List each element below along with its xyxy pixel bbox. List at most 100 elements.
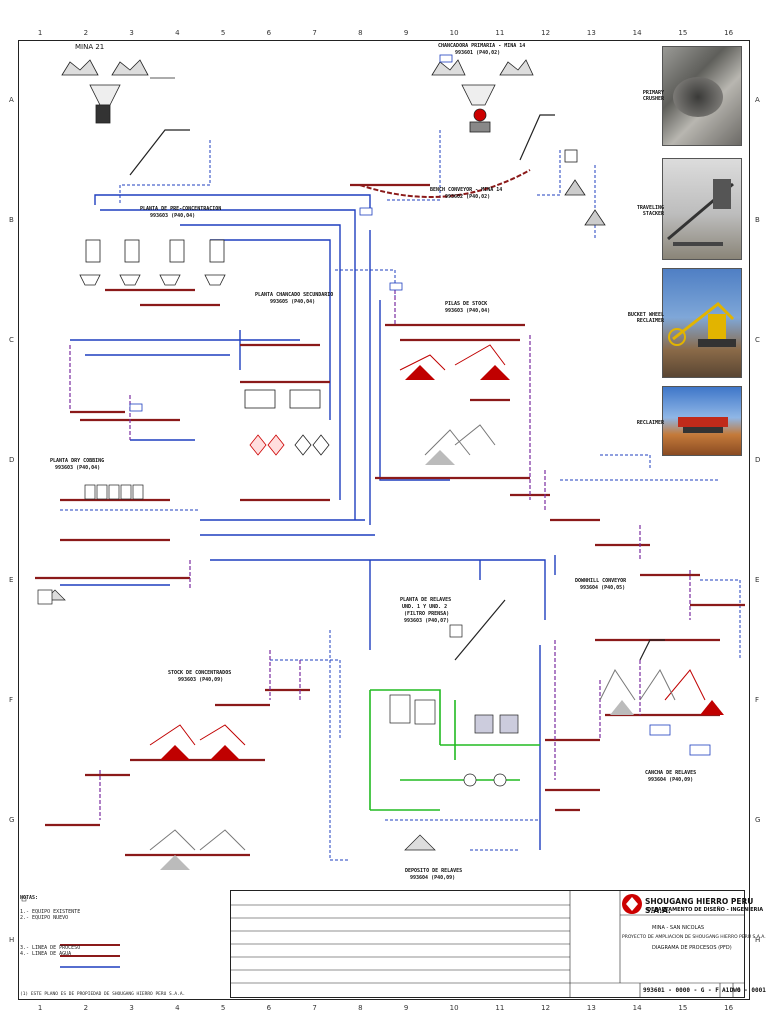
ruler-column-label: 12 [541, 1004, 551, 1012]
ruler-column-label: 10 [449, 29, 459, 37]
ruler-column-label: 15 [678, 29, 688, 37]
ruler-row-label: F [9, 696, 14, 704]
bucket-wheel-reclaimer-photo [662, 268, 742, 378]
green-lines [369, 689, 540, 811]
ruler-column-label: 11 [495, 29, 505, 37]
area-code-planta-dry-cobbing: 993603 (P40,04) [55, 465, 101, 471]
ruler-column-label: 7 [312, 29, 317, 37]
dry-cobbing-units [37, 484, 144, 605]
ruler-row-label: E [755, 576, 760, 584]
area-code-downhill-conveyor: 993604 (P40,05) [580, 585, 626, 591]
title-department: DEPARTAMENTO DE DISEÑO - INGENIERIA [647, 907, 764, 913]
ruler-column-label: 10 [449, 1004, 459, 1012]
area-label-stock-concentrados: STOCK DE CONCENTRADOS [168, 670, 232, 676]
ruler-column-label: 3 [129, 29, 134, 37]
ruler-row-label: G [9, 816, 15, 824]
dashed-water-lines [60, 130, 741, 861]
traveling-stacker-label: TRAVELING STACKER [636, 205, 664, 217]
ruler-column-label: 11 [495, 1004, 505, 1012]
area-code-planta-preconcentracion: 993603 (P40,04) [150, 213, 196, 219]
equipment-tags [129, 54, 453, 412]
stacker-reclaimer-gray [149, 424, 676, 851]
ruler-column-label: 8 [358, 1004, 363, 1012]
area-label-planta-chancado-secundario: PLANTA CHANCADO SECUNDARIO [255, 292, 334, 298]
ruler-row-label: H [9, 936, 15, 944]
ruler-column-label: 9 [403, 1004, 409, 1012]
ruler-column-label: 4 [175, 1004, 180, 1012]
ruler-row-label: B [9, 216, 14, 224]
ruler-column-label: 6 [266, 1004, 272, 1012]
legend-title: NOTAS: [20, 895, 39, 901]
ruler-row-label: G [755, 816, 761, 824]
ruler-column-label: 5 [220, 1004, 226, 1012]
area-code-planta-chancado-secundario: 993605 (P40,04) [270, 299, 316, 305]
ruler-column-label: 13 [586, 1004, 596, 1012]
area-code-chancadora-primaria: 993601 (P40,02) [455, 50, 501, 56]
reclaimer-label: RECLAIMER [636, 420, 664, 426]
area-code-pilas-de-stock: 993603 (P40,04) [445, 308, 491, 314]
secondary-crushers [244, 389, 330, 456]
title-company: SHOUGANG HIERRO PERU S.A.A. [645, 897, 754, 915]
area-code-deposito-relaves: 993604 (P40,09) [410, 875, 456, 881]
ruler-column-label: 7 [312, 1004, 317, 1012]
slurry-lines [69, 290, 691, 820]
ruler-row-label: C [9, 336, 14, 344]
ruler-column-label: 13 [586, 29, 596, 37]
legend-item-1: 1.- EQUIPO EXISTENTE [20, 909, 81, 915]
ruler-row-label: F [755, 696, 760, 704]
area-label-chancadora-primaria: CHANCADORA PRIMARIA - MINA 14 [438, 43, 526, 49]
stockpiles-red [160, 365, 724, 760]
primary-crusher-label: PRIMARY CRUSHER [642, 90, 664, 102]
legend-item-3: 3.- LINEA DE PROCESO [20, 945, 81, 951]
area-label-mina21: MINA 21 [75, 43, 105, 51]
area-label-planta-preconcentracion: PLANTA DE PRE-CONCENTRACION [140, 206, 222, 212]
stacker-reclaimer-red [149, 344, 706, 746]
stockpiles-gray [160, 450, 634, 870]
title-revision: 0 [737, 987, 741, 994]
title-block [230, 890, 745, 998]
ruler-column-label: 1 [37, 29, 43, 37]
title-project: PROYECTO DE AMPLIACION DE SHOUGANG HIERR… [622, 935, 766, 940]
primary-crusher-photo [662, 46, 742, 146]
area-label-bench-conveyor: BENCH CONVEYOR - MINA 14 [430, 187, 503, 193]
ruler-row-label: D [755, 456, 761, 464]
ruler-row-label: A [9, 96, 14, 104]
area-label-pilas-de-stock: PILAS DE STOCK [445, 301, 488, 307]
ruler-column-label: 14 [632, 29, 642, 37]
ruler-column-label: 16 [724, 29, 734, 37]
ruler-column-label: 9 [403, 29, 409, 37]
ruler-column-label: 5 [220, 29, 226, 37]
ruler-column-label: 8 [358, 29, 363, 37]
area-code-bench-conveyor: 993602 (P40,02) [445, 194, 491, 200]
primary-crusher-symbols [431, 59, 606, 226]
legend-footer: (1) ESTE PLANO ES DE PROPIEDAD DE SHOUGA… [20, 992, 186, 997]
mina21-crushers [61, 59, 175, 124]
ruler-column-label: 6 [266, 29, 272, 37]
reclaimer-photo [662, 386, 742, 456]
area-label-planta-de-relaves: PLANTA DE RELAVES [400, 597, 452, 603]
ruler-column-label: 2 [83, 1004, 89, 1012]
cancha-relaves-units [649, 724, 711, 756]
ruler-column-label: 4 [175, 29, 180, 37]
diagonal-conveyors [129, 114, 665, 661]
legend: NOTAS: 1.- EQUIPO EXISTENTE 2.- EQUIPO N… [20, 895, 220, 975]
ruler-row-label: C [755, 336, 760, 344]
title-site: MINA - SAN NICOLAS [652, 925, 705, 931]
ruler-row-label: B [755, 216, 760, 224]
legend-lines [21, 896, 120, 968]
area-label-deposito-relaves: DEPOSITO DE RELAVES [405, 868, 463, 874]
relaves-equipment [389, 624, 519, 851]
ruler-row-label: E [9, 576, 14, 584]
title-drawing-number: 993601 - 0000 - G - F - DWG - 0001 [643, 987, 766, 994]
ruler-column-label: 3 [129, 1004, 134, 1012]
area-code-planta-de-relaves: 993603 (P40,07) [404, 618, 450, 624]
title-sheet: A1 [722, 987, 730, 994]
title-block-grid [230, 890, 745, 998]
legend-item-4: 4.- LINEA DE AGUA [20, 951, 72, 957]
legend-item-2: 2.- EQUIPO NUEVO [20, 915, 69, 921]
